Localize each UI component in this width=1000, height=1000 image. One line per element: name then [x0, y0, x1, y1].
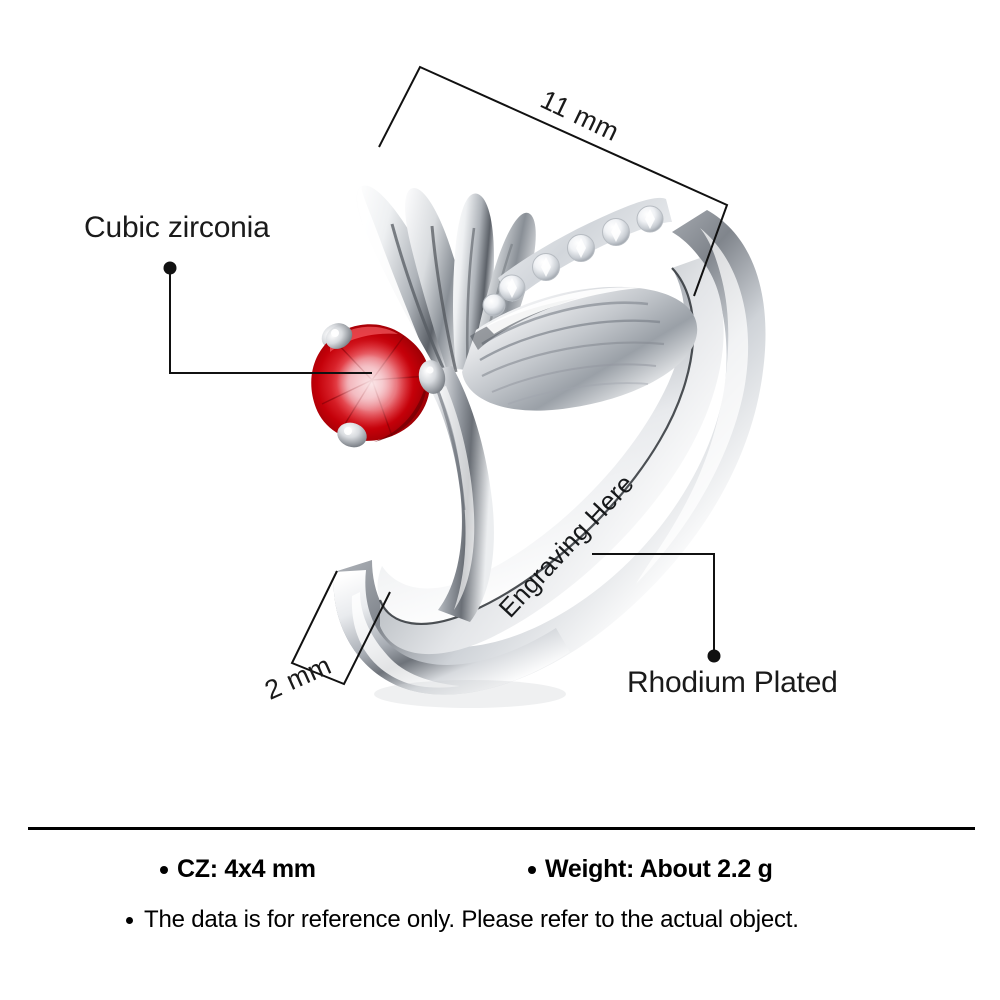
spec-weight-text: Weight: About 2.2 g	[545, 855, 773, 883]
leader-line-rhodium-plated	[592, 553, 721, 663]
callout-label-cubic-zirconia: Cubic zirconia	[84, 211, 270, 244]
bullet-icon	[160, 865, 168, 874]
spec-disclaimer-text: The data is for reference only. Please r…	[144, 906, 799, 933]
annotation-lines	[163, 65, 729, 686]
pave-cz-row	[482, 197, 672, 317]
bullet-icon	[126, 916, 133, 924]
dimension-line-side	[290, 570, 391, 686]
product-image-stage: Cubic zirconia Rhodium Plated 11 mm 2 mm…	[84, 65, 838, 708]
section-divider	[28, 827, 975, 830]
callout-label-rhodium-plated: Rhodium Plated	[627, 666, 838, 699]
center-gemstone	[311, 323, 446, 448]
spec-disclaimer: The data is for reference only. Please r…	[126, 906, 799, 934]
dimension-line-top	[378, 65, 729, 297]
tail-fin-right	[462, 286, 698, 411]
spec-weight: Weight: About 2.2 g	[528, 855, 773, 884]
spec-cz-size: CZ: 4x4 mm	[160, 855, 316, 884]
leader-line-cubic-zirconia	[163, 261, 372, 374]
bullet-icon	[528, 865, 536, 874]
ring-illustration	[163, 65, 766, 708]
spec-cz-size-text: CZ: 4x4 mm	[177, 855, 316, 883]
pave-stones	[482, 205, 664, 317]
spec-row-primary: CZ: 4x4 mm Weight: About 2.2 g	[0, 855, 1000, 889]
